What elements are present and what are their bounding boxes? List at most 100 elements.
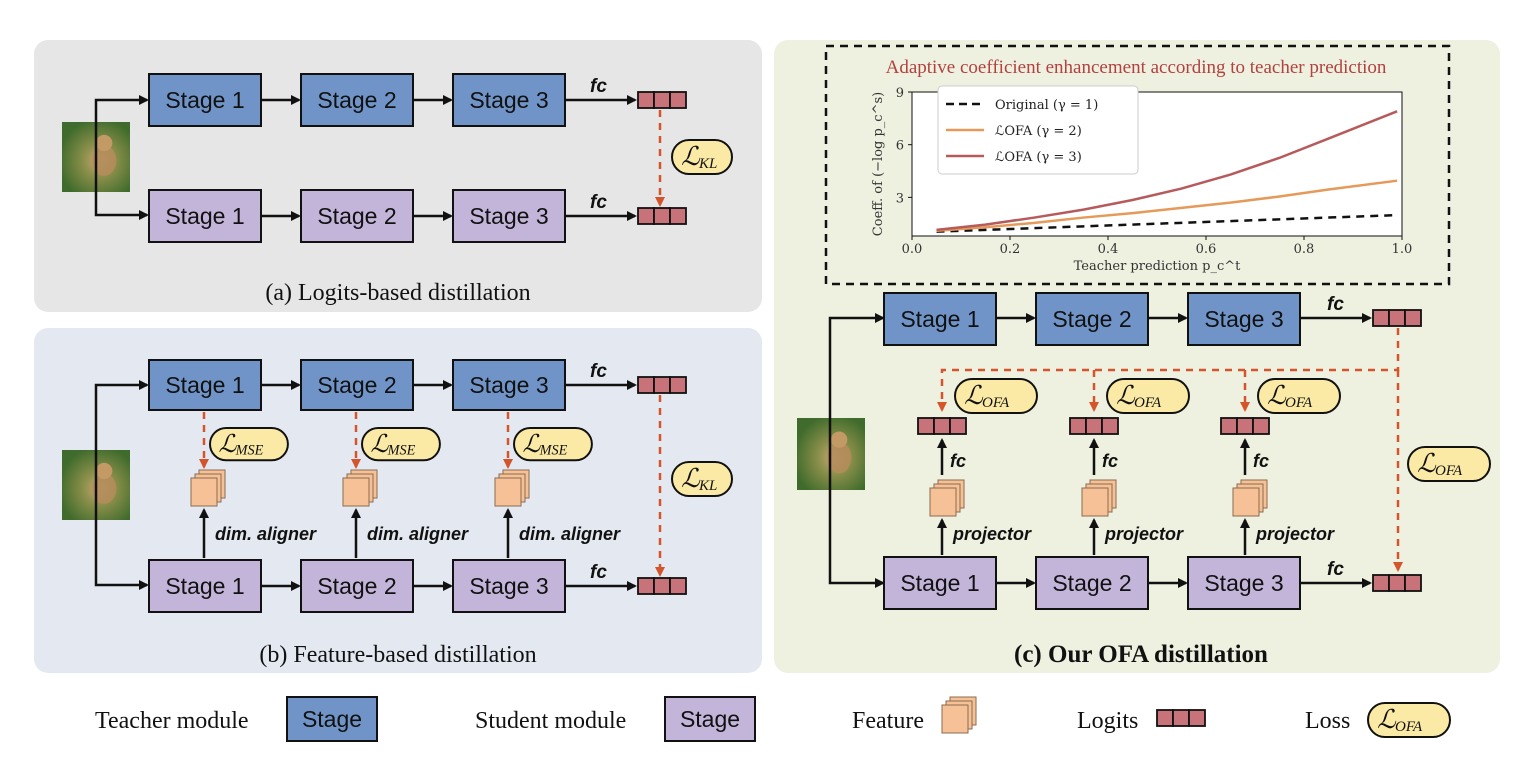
feature-b-3: [494, 469, 530, 507]
c-teacher-stage-2-label: Stage 2: [1052, 306, 1131, 332]
cat-head: [831, 431, 848, 448]
y-tick-label: 9: [896, 86, 904, 101]
arrow-image-student-c: [828, 450, 885, 588]
b-teacher-stage-3: [452, 359, 566, 411]
feature-c-2: [1081, 479, 1117, 517]
loss-script: ℒ: [1377, 705, 1397, 734]
b-student-stage-2: [300, 559, 414, 613]
c-teacher-stage-3-label: Stage 3: [1204, 306, 1283, 332]
b-teacher-stage-2: [300, 359, 414, 411]
caption-a: (a) Logits-based distillation: [265, 280, 530, 306]
logit-cell: [653, 91, 671, 109]
loss-pill: [671, 461, 733, 497]
logit-cell: [1236, 417, 1254, 435]
a-teacher-stage-2: [300, 73, 414, 127]
caption-c: (c) Our OFA distillation: [1014, 641, 1268, 668]
legend-entry-1: Original (γ = 1): [995, 98, 1098, 113]
dim-aligner-label-3: dim. aligner: [519, 524, 621, 544]
series-line-3: [936, 110, 1398, 232]
arrow-image-teacher-b: [94, 380, 149, 485]
logit-cell: [669, 207, 687, 225]
loss-script: ℒ: [1267, 381, 1287, 410]
b-student-stage-3-label: Stage 3: [469, 573, 548, 599]
projector-label-3: projector: [1255, 524, 1335, 544]
c-proj-logits-1: [917, 417, 967, 435]
feature-c-3: [1232, 479, 1268, 517]
legend-logits-label: Logits: [1077, 708, 1138, 734]
loss-pill: [954, 378, 1038, 414]
a-teacher-stage-2-label: Stage 2: [317, 87, 396, 113]
dim-aligner-label-2: dim. aligner: [367, 524, 469, 544]
legend-entry-3: ℒOFA (γ = 3): [995, 150, 1082, 165]
logit-cell: [1188, 709, 1206, 727]
b-student-logits: [637, 577, 687, 595]
loss-pill: [209, 427, 289, 462]
cat-body: [826, 441, 852, 474]
x-axis-label: Teacher prediction p_c^t: [1074, 259, 1241, 274]
series-line-2: [936, 179, 1398, 232]
logit-cell: [653, 376, 671, 394]
feature-map: [190, 477, 218, 507]
b-student-stage-2-label: Stage 2: [317, 573, 396, 599]
logit-cell: [1172, 709, 1190, 727]
cat-body: [91, 473, 117, 504]
logit-cell: [1372, 309, 1390, 327]
y-axis-label: Coeff. of (−log p_c^s): [871, 92, 886, 236]
c-teacher-stage-1: [883, 292, 997, 346]
legend-teacher-stage: [286, 696, 378, 742]
logit-cell: [1101, 417, 1119, 435]
chart-legend: Original (γ = 1) ℒOFA (γ = 2) ℒOFA (γ = 3): [937, 85, 1139, 175]
logit-cell: [669, 577, 687, 595]
legend-entry-2: ℒOFA (γ = 2): [995, 124, 1082, 139]
c-student-stage-1: [883, 556, 997, 610]
arrow-image-student-b: [94, 485, 149, 590]
loss-subscript: MSE: [539, 443, 568, 459]
cat-body: [91, 145, 117, 176]
logit-cell: [1372, 574, 1390, 592]
feature-map: [494, 477, 522, 507]
feature-map: [342, 477, 370, 507]
c-student-stage-3-label: Stage 3: [1204, 570, 1283, 596]
loss-pill: [361, 427, 441, 462]
fc-label-c-teacher: fc: [1327, 294, 1344, 315]
loss-subscript: OFA: [1285, 395, 1313, 411]
b-teacher-stage-1: [148, 359, 262, 411]
dim-aligner-label-1: dim. aligner: [215, 524, 317, 544]
loss-script: ℒ: [1417, 449, 1437, 478]
series-line-1: [936, 213, 1398, 233]
logit-cell: [1220, 417, 1238, 435]
feature-map: [1081, 487, 1109, 517]
logit-cell: [637, 577, 655, 595]
caption-b: (b) Feature-based distillation: [259, 642, 536, 668]
loss-pill: [1367, 702, 1451, 738]
c-student-stage-1-label: Stage 1: [900, 570, 979, 596]
loss-script: ℒ: [681, 142, 701, 171]
loss-pill: [1106, 378, 1190, 414]
feature-c-1: [929, 479, 965, 517]
a-student-stage-2-label: Stage 2: [317, 203, 396, 229]
projector-label-1: projector: [952, 524, 1032, 544]
fc-label-b-student: fc: [590, 562, 607, 583]
loss-script: ℒ: [371, 431, 390, 458]
fc-label-a-student: fc: [590, 192, 607, 213]
feature-map: [941, 704, 969, 734]
x-tick-label: 0.6: [1196, 242, 1217, 257]
loss-script: ℒ: [219, 431, 238, 458]
legend-teacher-stage-label: Stage: [302, 706, 362, 732]
a-teacher-stage-1-label: Stage 1: [165, 87, 244, 113]
y-tick-label: 6: [896, 139, 904, 154]
c-student-stage-2: [1035, 556, 1149, 610]
x-tick-label: 0.8: [1294, 242, 1315, 257]
a-student-stage-1: [148, 189, 262, 243]
logit-cell: [1069, 417, 1087, 435]
loss-subscript: OFA: [1134, 395, 1162, 411]
loss-script: ℒ: [523, 431, 542, 458]
logit-cell: [669, 91, 687, 109]
